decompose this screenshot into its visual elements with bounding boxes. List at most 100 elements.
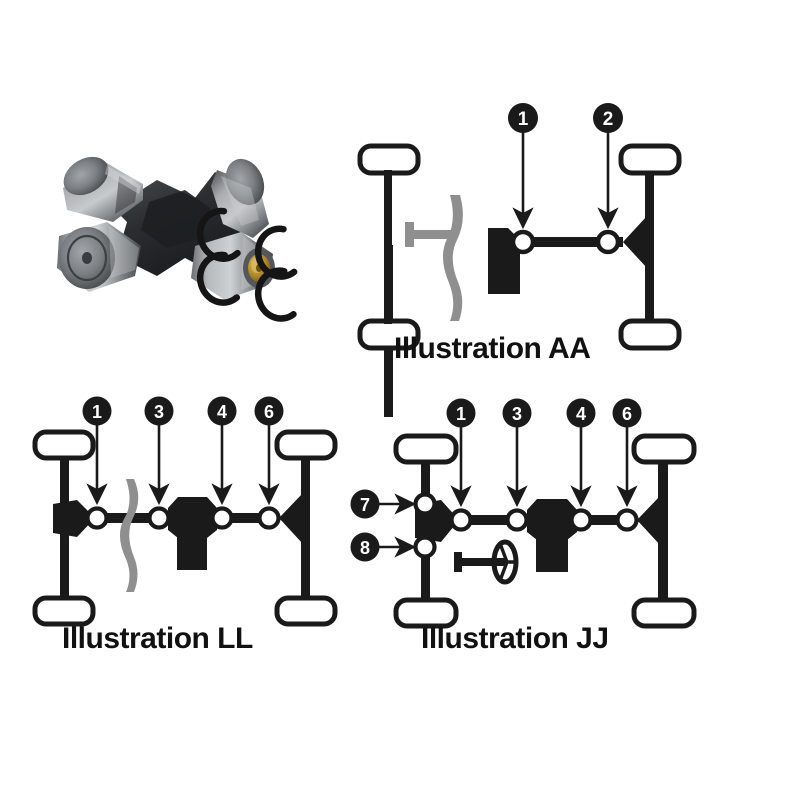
transmission-transfer-case — [527, 499, 577, 572]
universal-joint-kit-photo — [45, 150, 335, 322]
marker-3-bubble — [502, 398, 532, 428]
marker-8-bubble — [350, 532, 380, 562]
front-right-wheel — [393, 597, 459, 629]
marker-4-number: 4 — [576, 404, 586, 424]
marker-8-number: 8 — [360, 538, 370, 558]
aa-svg: 1 2 — [357, 103, 682, 417]
joint-node-1 — [510, 229, 536, 255]
marker-1-bubble — [446, 398, 476, 428]
bearing-cap-upper-left — [63, 156, 143, 222]
joint-node-2 — [595, 229, 621, 255]
joint-node-1 — [85, 506, 109, 530]
transfer-case-pan — [536, 534, 568, 572]
marker-1-number: 1 — [456, 404, 466, 424]
joint-node-3 — [505, 508, 529, 532]
marker-1-bubble — [82, 396, 112, 426]
joint-node-1 — [449, 508, 473, 532]
illustration-aa-caption: Illustration AA — [394, 332, 591, 365]
rear-differential — [637, 495, 668, 546]
illustration-jj-caption: Illustration JJ — [421, 622, 609, 655]
joint-node-4 — [569, 508, 593, 532]
front-axle-beam-shaft — [384, 170, 392, 324]
marker-3-number: 3 — [154, 402, 164, 422]
rear-right-wheel — [618, 318, 682, 351]
marker-3-number: 3 — [512, 404, 522, 424]
u-joint-cross — [57, 156, 275, 300]
marker-7: 7 — [350, 489, 437, 519]
marker-1: 1 — [508, 103, 538, 255]
joint-node-7 — [413, 492, 437, 516]
transfer-case-pan — [177, 532, 207, 570]
marker-2: 2 — [593, 103, 623, 255]
illustration-jj-diagram: 1 3 4 6 — [350, 392, 700, 629]
rear-right-wheel — [274, 595, 338, 627]
steering-wheel-rim — [491, 539, 519, 585]
photo-svg — [57, 156, 298, 322]
marker-1-number: 1 — [518, 109, 529, 130]
jj-svg: 1 3 4 6 — [350, 398, 697, 629]
steering-shaft — [410, 230, 454, 239]
steering-shaft-end — [405, 222, 414, 247]
joint-node-8 — [413, 535, 437, 559]
steering-wheel — [454, 539, 519, 585]
marker-1-bubble — [508, 103, 538, 133]
joint-node-6 — [615, 508, 639, 532]
rear-left-wheel — [618, 143, 682, 176]
joint-node-6 — [257, 506, 281, 530]
rear-differential — [279, 493, 310, 544]
marker-3: 3 — [144, 396, 174, 530]
marker-4-bubble — [207, 396, 237, 426]
steering-column — [405, 195, 463, 321]
marker-1-number: 1 — [92, 402, 102, 422]
marker-8: 8 — [350, 532, 437, 562]
front-axle-assembly — [357, 143, 421, 417]
front-left-wheel — [357, 143, 421, 176]
cross-center-shadow — [141, 190, 210, 248]
joint-node-4 — [210, 506, 234, 530]
snap-ring-2 — [254, 225, 298, 280]
marker-6-number: 6 — [622, 404, 632, 424]
marker-4: 4 — [566, 398, 596, 532]
illustration-ll-caption: Illustration LL — [62, 622, 253, 655]
bearing-cap-upper-right — [211, 158, 269, 238]
front-right-wheel — [32, 595, 96, 627]
marker-2-number: 2 — [603, 109, 614, 130]
front-differential — [53, 500, 95, 537]
marker-4-number: 4 — [217, 402, 227, 422]
snap-ring-1 — [196, 207, 241, 262]
ll-svg: 1 3 4 6 — [32, 396, 338, 627]
marker-4: 4 — [207, 396, 237, 530]
marker-4-bubble — [566, 398, 596, 428]
marker-1: 1 — [82, 396, 112, 530]
marker-6: 6 — [612, 398, 642, 532]
illustration-aa-diagram: 1 2 — [355, 100, 695, 417]
snap-ring-3 — [196, 251, 241, 306]
illustration-ll-diagram: 1 3 4 6 — [25, 392, 345, 627]
snap-ring-4 — [254, 267, 297, 322]
snap-ring-group — [196, 207, 298, 322]
steering-shaft-end — [454, 552, 462, 572]
marker-6-bubble — [612, 398, 642, 428]
rear-differential — [623, 216, 653, 268]
front-left-wheel — [32, 429, 96, 461]
front-driveshaft — [459, 515, 523, 525]
rear-left-wheel — [631, 433, 697, 465]
steering-wheel-hub — [500, 558, 508, 566]
rear-driveshaft — [217, 513, 279, 523]
marker-6-number: 6 — [264, 402, 274, 422]
marker-6: 6 — [254, 396, 284, 530]
joint-node-3 — [147, 506, 171, 530]
front-left-wheel — [393, 433, 459, 465]
driveshaft — [505, 237, 623, 247]
rear-right-wheel — [631, 597, 697, 629]
steering-shaft — [456, 558, 504, 566]
marker-1: 1 — [446, 398, 476, 532]
marker-7-bubble — [350, 489, 380, 519]
marker-6-bubble — [254, 396, 284, 426]
steering-column — [119, 479, 139, 592]
marker-7-number: 7 — [360, 495, 370, 515]
marker-3: 3 — [502, 398, 532, 532]
transmission-transfer-case — [168, 497, 217, 570]
rear-left-wheel — [274, 429, 338, 461]
